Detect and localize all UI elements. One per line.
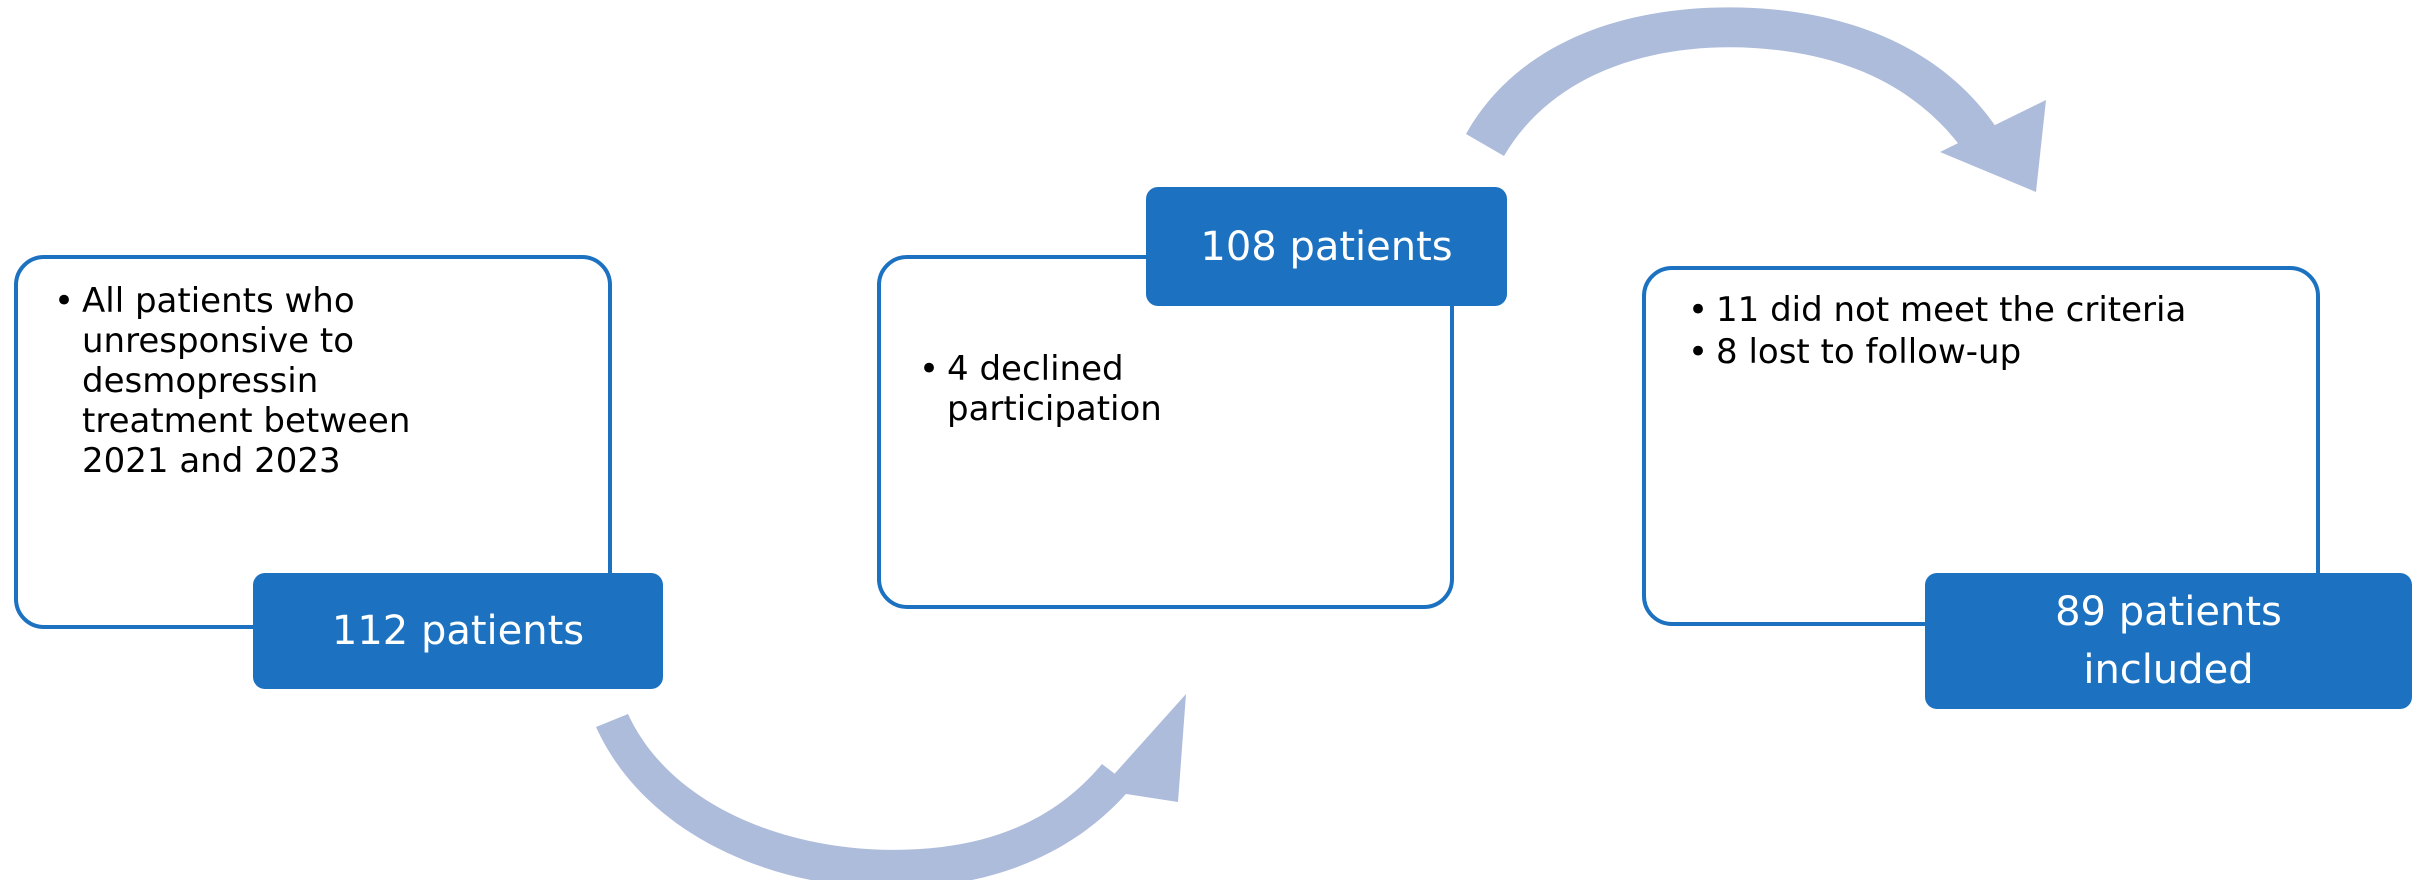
count-badge-line: included (2083, 647, 2254, 693)
bullet-icon: • (1688, 332, 1709, 373)
criteria-item: • 11 did not meet the criteria (1682, 290, 2276, 330)
criteria-item: • 4 declined participation (913, 349, 1247, 429)
criteria-list-screened: • All patients who unresponsive to desmo… (18, 259, 608, 482)
bullet-icon: • (54, 281, 75, 321)
criteria-text: 8 lost to follow-up (1716, 332, 2022, 373)
criteria-item: • All patients who unresponsive to desmo… (48, 281, 412, 482)
count-badge-line: 89 patients (2055, 589, 2282, 635)
count-badge-included: 89 patients included (1925, 573, 2412, 709)
criteria-text: All patients who unresponsive to desmopr… (82, 281, 411, 482)
count-badge-declined: 108 patients (1146, 187, 1507, 306)
count-badge-screened: 112 patients (253, 573, 663, 689)
bullet-icon: • (1688, 290, 1709, 330)
criteria-box-screened: • All patients who unresponsive to desmo… (14, 255, 612, 629)
criteria-text: 11 did not meet the criteria (1716, 290, 2187, 330)
count-badge-line: 112 patients (331, 608, 585, 654)
flow-arrow-declined-to-excluded (1466, 7, 2046, 192)
criteria-list-excluded: • 11 did not meet the criteria • 8 lost … (1646, 270, 2316, 372)
criteria-box-excluded: • 11 did not meet the criteria • 8 lost … (1642, 266, 2320, 626)
criteria-item: • 8 lost to follow-up (1682, 332, 2276, 372)
criteria-list-declined: • 4 declined participation (881, 259, 1450, 429)
count-badge-line: 108 patients (1200, 223, 1453, 270)
criteria-box-declined: • 4 declined participation (877, 255, 1454, 609)
criteria-text: 4 declined participation (947, 349, 1162, 430)
bullet-icon: • (919, 349, 940, 389)
flow-arrow-screened-to-declined (596, 694, 1186, 880)
